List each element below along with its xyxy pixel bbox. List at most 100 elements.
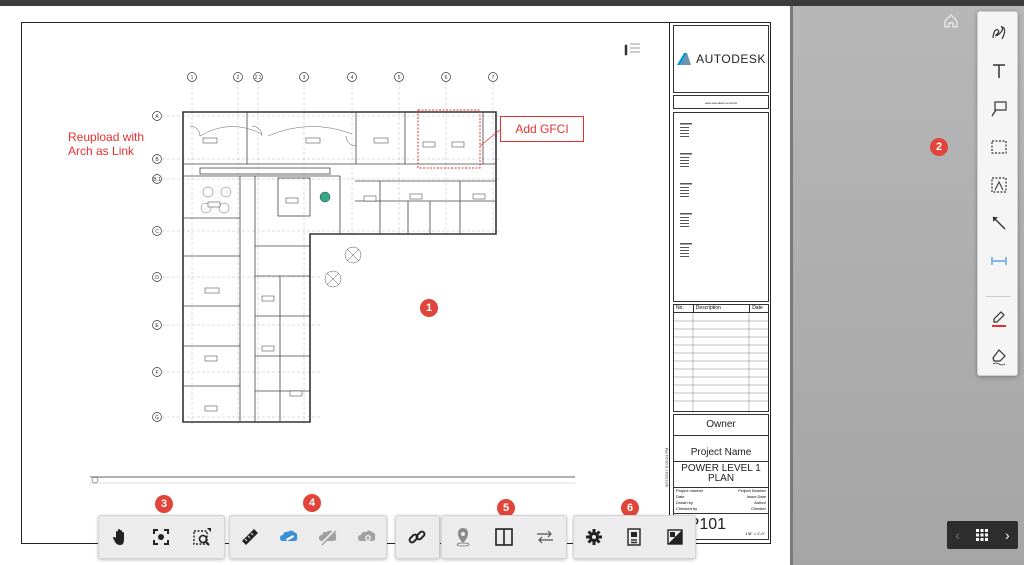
sheet-info-box: Owner Project Name POWER LEVEL 1 PLAN Pr…	[673, 414, 769, 540]
floor-plan: 1 2 2.1 3 4 5 6 7 A B B.1 C D E F G	[90, 43, 640, 484]
title-block: AUTODESK www.autodesk.com/revit No. Desc…	[664, 22, 771, 544]
compare-icon	[536, 530, 553, 544]
cloud-rect-tool[interactable]	[978, 130, 1019, 164]
grid-label-d: D	[155, 275, 159, 281]
zoom-window-button[interactable]	[181, 515, 222, 559]
measure-button[interactable]	[230, 515, 269, 559]
markup-visibility-button[interactable]	[347, 515, 386, 559]
project-name-text: Project Name	[690, 447, 752, 458]
settings-button[interactable]	[574, 515, 614, 559]
navigation-toolbar	[98, 515, 225, 559]
rev-header-no: No.	[676, 305, 684, 311]
dimension-icon	[990, 257, 1007, 265]
owner-text: Owner	[706, 419, 736, 430]
marker-3[interactable]: 3	[155, 495, 173, 513]
grid-label-b: B	[155, 157, 159, 163]
scale-text: 1/8" = 1'-0"	[745, 531, 765, 536]
pen-color-tool[interactable]	[978, 302, 1019, 336]
callout-icon	[991, 101, 1007, 117]
layers-button[interactable]	[655, 515, 695, 559]
text-tool[interactable]	[978, 54, 1019, 88]
grid-label-e: E	[155, 323, 159, 329]
freehand-tool[interactable]	[978, 16, 1019, 50]
sheet-pager: ‹ ›	[947, 521, 1018, 549]
top-bar	[0, 0, 1024, 6]
grid-label-c: C	[155, 229, 159, 235]
logo-box: AUTODESK	[673, 25, 769, 93]
grid-label-5: 5	[398, 75, 401, 81]
polygon-cloud-icon	[990, 177, 1007, 193]
location-button[interactable]	[442, 515, 483, 559]
split-view-button[interactable]	[483, 515, 524, 559]
meta-label: Drawn by	[676, 500, 693, 505]
eraser-icon	[991, 349, 1006, 366]
grid-label-6: 6	[445, 75, 448, 81]
pan-icon	[112, 529, 124, 545]
grid-label-2: 2	[237, 75, 240, 81]
compare-button[interactable]	[524, 515, 565, 559]
markup-tools-panel	[977, 11, 1018, 376]
layers-icon	[667, 529, 683, 545]
settings-toolbar	[573, 515, 696, 559]
meta-value: Project Number	[738, 488, 766, 493]
prev-sheet-button[interactable]: ‹	[955, 527, 960, 543]
rev-header-date: Date	[749, 305, 768, 312]
grid-label-b1: B.1	[153, 177, 161, 183]
marker-4[interactable]: 4	[303, 494, 321, 512]
website-box: www.autodesk.com/revit	[673, 95, 769, 109]
next-sheet-button[interactable]: ›	[1005, 527, 1010, 543]
markup-button[interactable]	[269, 515, 308, 559]
hide-markup-button[interactable]	[308, 515, 347, 559]
hide-markup-icon	[318, 529, 336, 546]
panel-divider[interactable]	[790, 6, 793, 565]
arrow-icon	[992, 216, 1005, 230]
fit-view-button[interactable]	[140, 515, 181, 559]
grid-label-f: F	[155, 370, 158, 376]
zoom-window-icon	[192, 528, 211, 546]
grid-view-icon[interactable]	[976, 529, 989, 541]
markup-cloud-rect	[417, 109, 481, 169]
arrow-tool[interactable]	[978, 206, 1019, 240]
dimension-tool[interactable]	[978, 244, 1019, 278]
tool-separator	[986, 296, 1011, 297]
meta-label: Checked by	[676, 506, 698, 511]
markup-visibility-icon	[357, 530, 375, 541]
meta-label: Date	[676, 494, 685, 499]
marker-1[interactable]: 1	[420, 299, 438, 317]
ruler-icon	[241, 529, 258, 545]
callout-tool[interactable]	[978, 92, 1019, 126]
grid-label-2-1: 2.1	[255, 75, 262, 81]
drawing-sheet[interactable]: 1 2 2.1 3 4 5 6 7 A B B.1 C D E F G	[0, 6, 790, 565]
reupload-note[interactable]: Reupload with Arch as Link	[68, 130, 144, 158]
settings-icon	[586, 529, 603, 545]
consultants-box	[673, 112, 769, 302]
marker-2[interactable]: 2	[930, 138, 948, 156]
grid-bubbles-top	[187, 72, 498, 82]
pan-button[interactable]	[99, 515, 140, 559]
marker-6[interactable]: 6	[621, 499, 639, 517]
website-text: www.autodesk.com/revit	[704, 101, 738, 105]
polygon-cloud-tool[interactable]	[978, 168, 1019, 202]
rev-header-desc: Description	[692, 305, 749, 312]
grid-label-a: A	[155, 114, 159, 120]
home-icon[interactable]	[942, 12, 960, 30]
meta-value: Issue Date	[746, 494, 766, 499]
grid-label-7: 7	[492, 75, 495, 81]
grid-label-4: 4	[351, 75, 354, 81]
meta-value: Author	[754, 500, 766, 505]
fit-to-view-icon	[152, 529, 169, 545]
sheet-properties-icon	[627, 528, 642, 546]
gfci-callout[interactable]: Add GFCI	[500, 116, 584, 142]
sheet-title-line1: POWER LEVEL 1	[681, 463, 761, 474]
location-toolbar	[441, 515, 567, 559]
freehand-icon	[991, 26, 1005, 40]
eraser-tool[interactable]	[978, 340, 1019, 374]
sheet-properties-button[interactable]	[614, 515, 654, 559]
link-button[interactable]	[396, 515, 437, 559]
logo-text: AUTODESK	[696, 52, 766, 66]
grid-label-1: 1	[191, 75, 194, 81]
side-date: 6/27/2017 5:09:24 PM	[664, 447, 669, 487]
note-line1: Reupload with	[68, 130, 145, 144]
marker-5[interactable]: 5	[497, 499, 515, 517]
